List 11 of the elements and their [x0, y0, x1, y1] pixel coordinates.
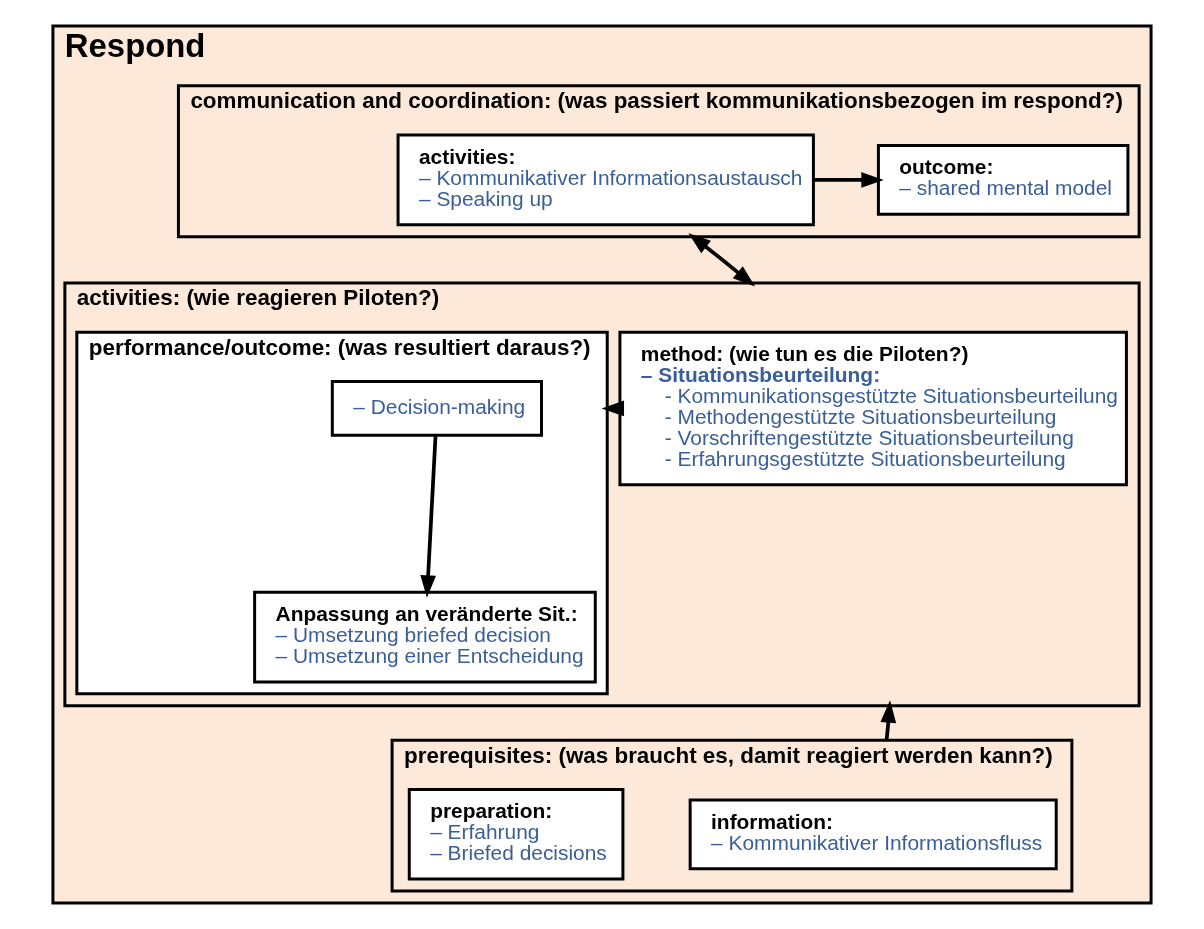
- arrow: [601, 400, 625, 417]
- arrow: [420, 435, 438, 598]
- arrow: [880, 700, 897, 741]
- node-box: activities: – Kommunikativer Informationsaustausch – Speaking up: [396, 133, 815, 227]
- node-box: preparation: – Erfahrung – Briefed decisions: [407, 787, 625, 881]
- node-box: outcome: – shared mental model: [876, 144, 1130, 216]
- node-box: Anpassung an veränderte Sit.: – Umsetzung briefed decision – Umsetzung einer Entscheidung: [253, 590, 597, 684]
- arrow: [813, 172, 884, 188]
- arrow: [688, 233, 756, 287]
- node-box: – Decision-making: [330, 380, 543, 437]
- node-box: information: – Kommunikativer Informationsfluss: [688, 798, 1058, 871]
